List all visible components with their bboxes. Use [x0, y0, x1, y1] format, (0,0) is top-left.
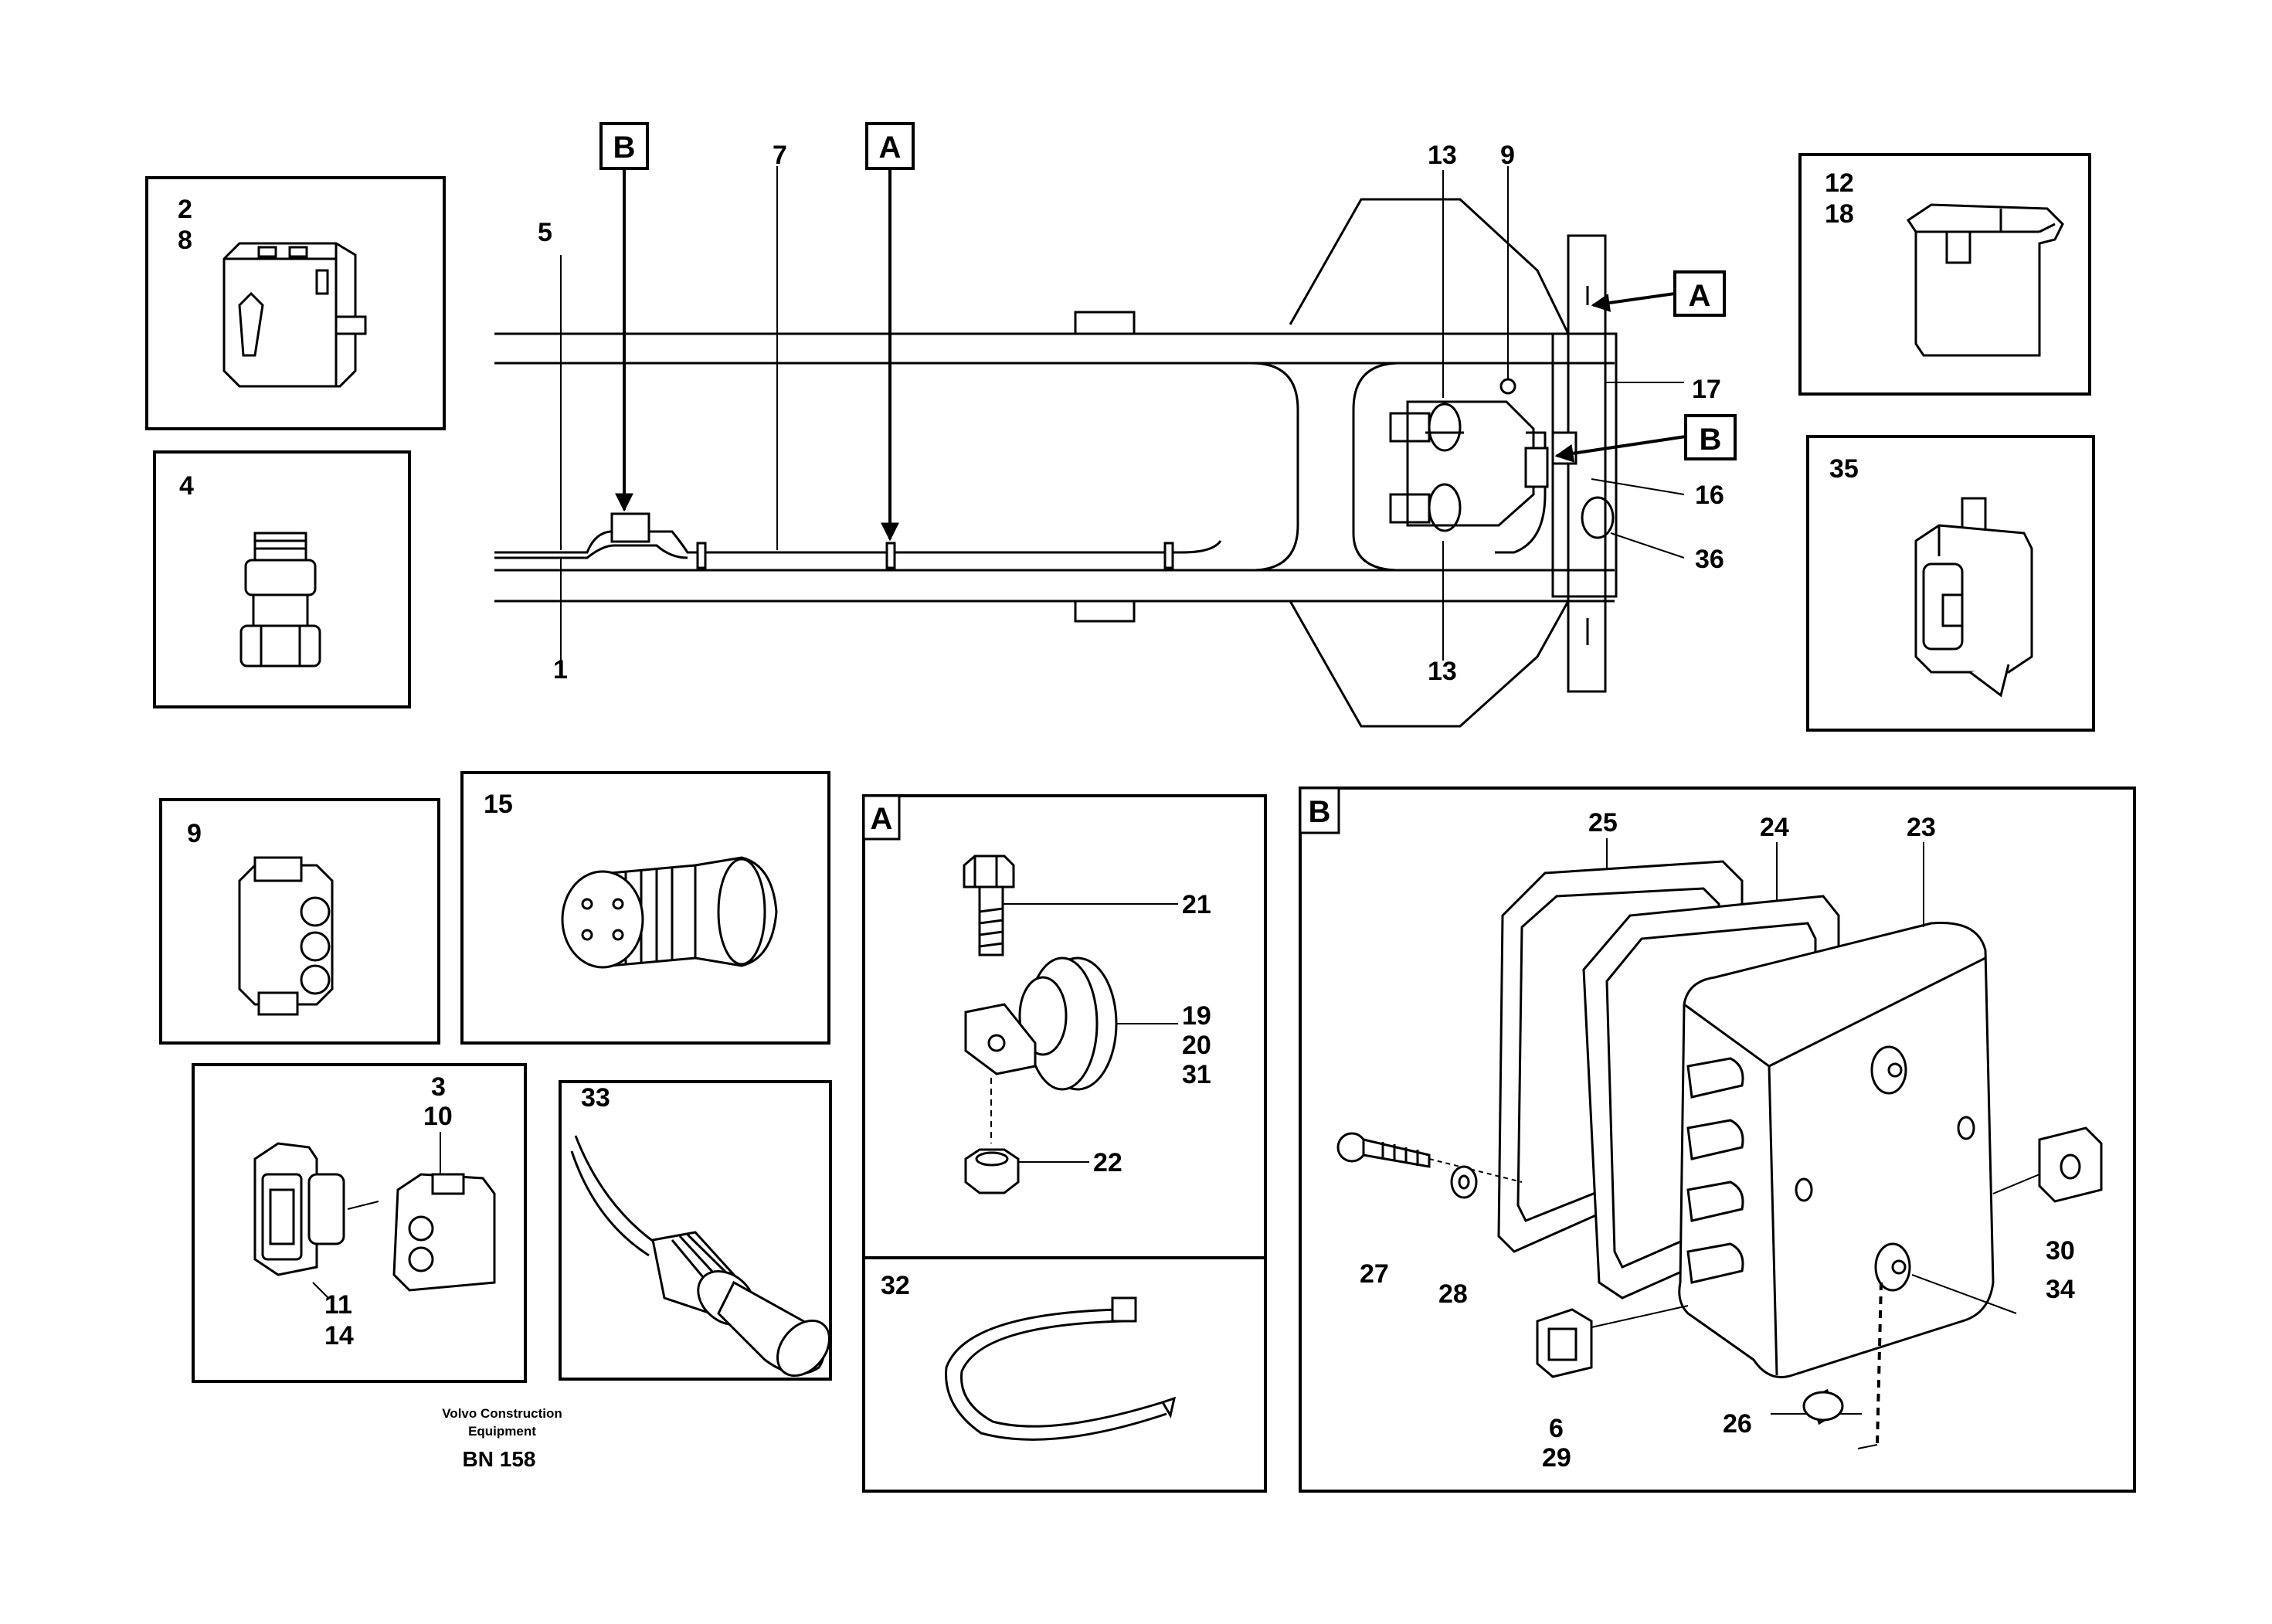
part-box-3-10-11-14: 3 10 11 14 [192, 1063, 527, 1383]
footer: Volvo Construction Equipment BN 158 [442, 1406, 562, 1471]
svg-text:35: 35 [1829, 454, 1859, 484]
svg-text:14: 14 [324, 1321, 354, 1351]
rear-lamp-lower [1389, 483, 1462, 532]
part-box-12-18: 12 18 [1798, 153, 2091, 396]
sensor-icon [570, 1135, 830, 1378]
detail-a: A 21 19 20 31 22 [862, 794, 1267, 1493]
svg-text:4: 4 [179, 471, 194, 501]
label-13-bottom: 13 [1428, 657, 1457, 686]
svg-text:11: 11 [324, 1290, 352, 1320]
svg-text:9: 9 [187, 819, 202, 848]
bolt-clamp-icon [963, 854, 1178, 1194]
relay-connector-icon [222, 242, 367, 388]
svg-text:10: 10 [423, 1102, 453, 1131]
svg-text:33: 33 [581, 1083, 610, 1113]
svg-text:2: 2 [178, 195, 192, 224]
svg-text:A: A [879, 131, 902, 165]
svg-text:20: 20 [1182, 1031, 1211, 1060]
rear-lamp-upper [1389, 400, 1535, 527]
part-box-33: 33 [559, 1080, 832, 1381]
svg-text:32: 32 [881, 1271, 910, 1300]
plug-pair-icon [253, 1132, 496, 1299]
label-7: 7 [773, 141, 787, 170]
ref-box-a-right: A [1673, 270, 1726, 317]
relay-icon [1906, 203, 2064, 357]
svg-text:15: 15 [484, 790, 513, 819]
chassis-overview [494, 166, 1686, 728]
ref-box-b-right: B [1684, 414, 1737, 460]
label-13-top: 13 [1428, 141, 1457, 170]
label-5: 5 [538, 218, 552, 247]
part-box-35: 35 [1806, 435, 2095, 732]
svg-text:21: 21 [1182, 890, 1211, 919]
round-connector-icon [561, 856, 778, 969]
svg-text:12: 12 [1825, 168, 1854, 198]
part-box-9: 9 [159, 798, 440, 1045]
plug-icon [238, 856, 334, 1016]
svg-text:28: 28 [1438, 1279, 1468, 1309]
footer-line-1: Volvo Construction [442, 1406, 562, 1421]
svg-text:30: 30 [2046, 1236, 2075, 1266]
svg-text:22: 22 [1093, 1148, 1122, 1177]
svg-text:A: A [871, 802, 893, 836]
svg-text:27: 27 [1360, 1259, 1389, 1289]
ref-box-a-top: A [865, 122, 915, 170]
svg-text:B: B [1309, 795, 1331, 829]
svg-text:A: A [1689, 279, 1711, 313]
svg-text:18: 18 [1825, 199, 1854, 229]
footer-line-2: Equipment [468, 1424, 536, 1439]
part-box-2-8: 2 8 [145, 176, 446, 430]
svg-text:B: B [1700, 423, 1722, 457]
svg-text:23: 23 [1907, 813, 1936, 842]
part-box-15: 15 [460, 771, 830, 1045]
label-9-top: 9 [1500, 141, 1515, 170]
label-36: 36 [1695, 545, 1724, 574]
svg-text:34: 34 [2046, 1275, 2075, 1304]
junction-box-icon [1336, 838, 2103, 1449]
footer-ref: BN 158 [463, 1447, 536, 1471]
part-box-4: 4 [153, 450, 411, 708]
svg-text:6: 6 [1549, 1414, 1564, 1443]
svg-text:25: 25 [1588, 808, 1618, 837]
svg-text:19: 19 [1182, 1001, 1211, 1031]
svg-text:B: B [613, 131, 636, 165]
label-1: 1 [553, 655, 568, 685]
connector-housing-icon [1914, 497, 2033, 698]
label-17: 17 [1692, 375, 1721, 404]
svg-text:29: 29 [1542, 1443, 1571, 1473]
svg-text:31: 31 [1182, 1060, 1211, 1089]
cable-tie-icon [945, 1296, 1177, 1441]
detail-b: B [1299, 787, 2136, 1493]
svg-text:26: 26 [1723, 1409, 1752, 1439]
svg-text:8: 8 [178, 226, 192, 255]
label-16: 16 [1695, 481, 1724, 510]
cable-gland-icon [239, 532, 321, 668]
svg-text:3: 3 [431, 1072, 446, 1102]
ref-box-b-top: B [599, 122, 649, 170]
svg-text:24: 24 [1760, 813, 1789, 842]
